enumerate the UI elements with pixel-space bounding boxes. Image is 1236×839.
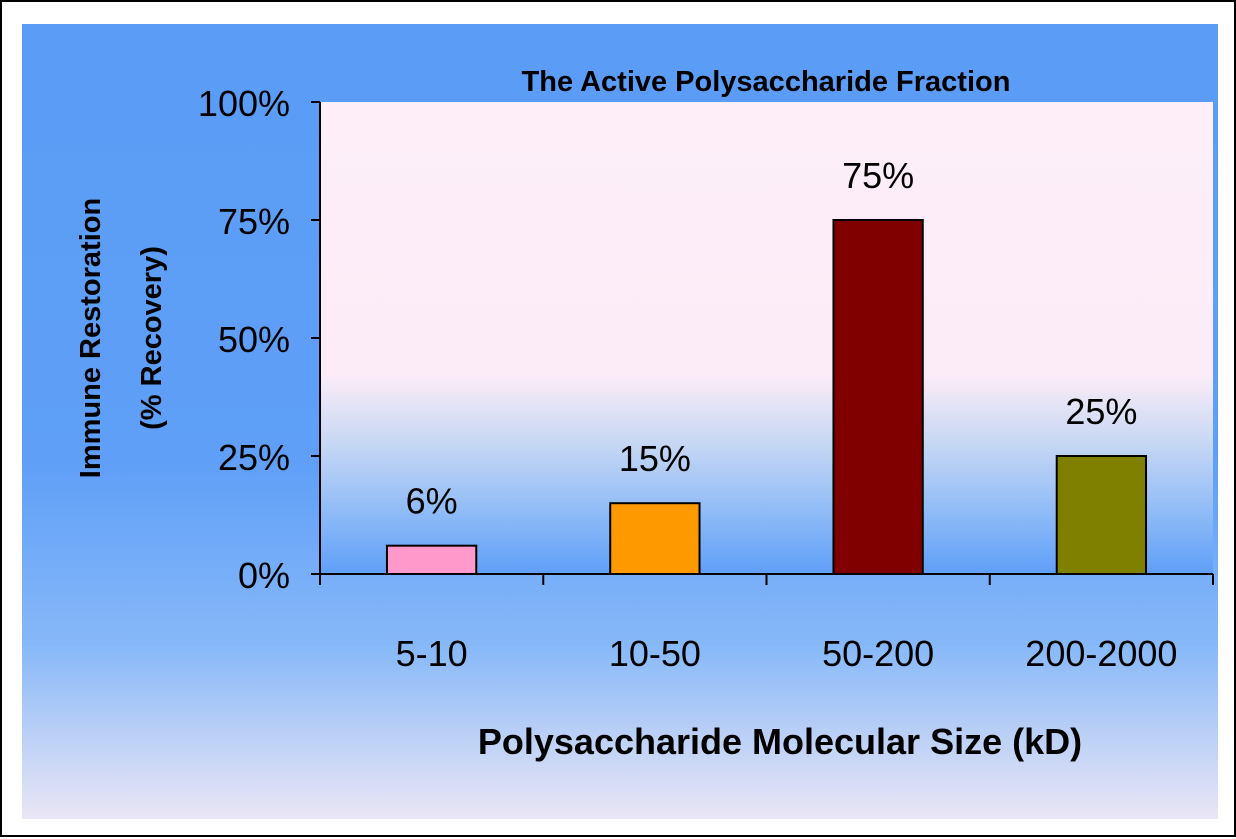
data-label: 75% <box>842 155 914 196</box>
bars <box>385 219 1148 576</box>
x-tick-label: 10-50 <box>609 633 701 674</box>
y-axis-label-line-1: Immune Restoration <box>75 198 107 478</box>
y-tick-label: 0% <box>238 555 290 596</box>
x-tick-label: 200-2000 <box>1025 633 1177 674</box>
data-label: 25% <box>1065 391 1137 432</box>
bar-5-10 <box>385 544 478 575</box>
x-axis-label: Polysaccharide Molecular Size (kD) <box>478 721 1082 762</box>
x-tick-label: 50-200 <box>822 633 934 674</box>
bar-10-50 <box>609 502 701 576</box>
bar-50-200 <box>832 219 924 575</box>
y-tick-label: 100% <box>198 83 290 124</box>
data-label: 6% <box>406 481 458 522</box>
y-tick-label: 25% <box>218 437 290 478</box>
chart-title: The Active Polysaccharide Fraction <box>522 66 1011 98</box>
data-label: 15% <box>619 438 691 479</box>
data-labels: 6% 15% 75% 25% <box>406 155 1138 522</box>
y-axis-label: Immune Restoration (% Recovery) <box>75 198 168 478</box>
bar-200-2000 <box>1055 455 1148 575</box>
y-tick-label: 75% <box>218 201 290 242</box>
y-axis-label-line-2: (% Recovery) <box>136 246 168 430</box>
y-tick-label: 50% <box>218 319 290 360</box>
x-tick-label: 5-10 <box>396 633 468 674</box>
